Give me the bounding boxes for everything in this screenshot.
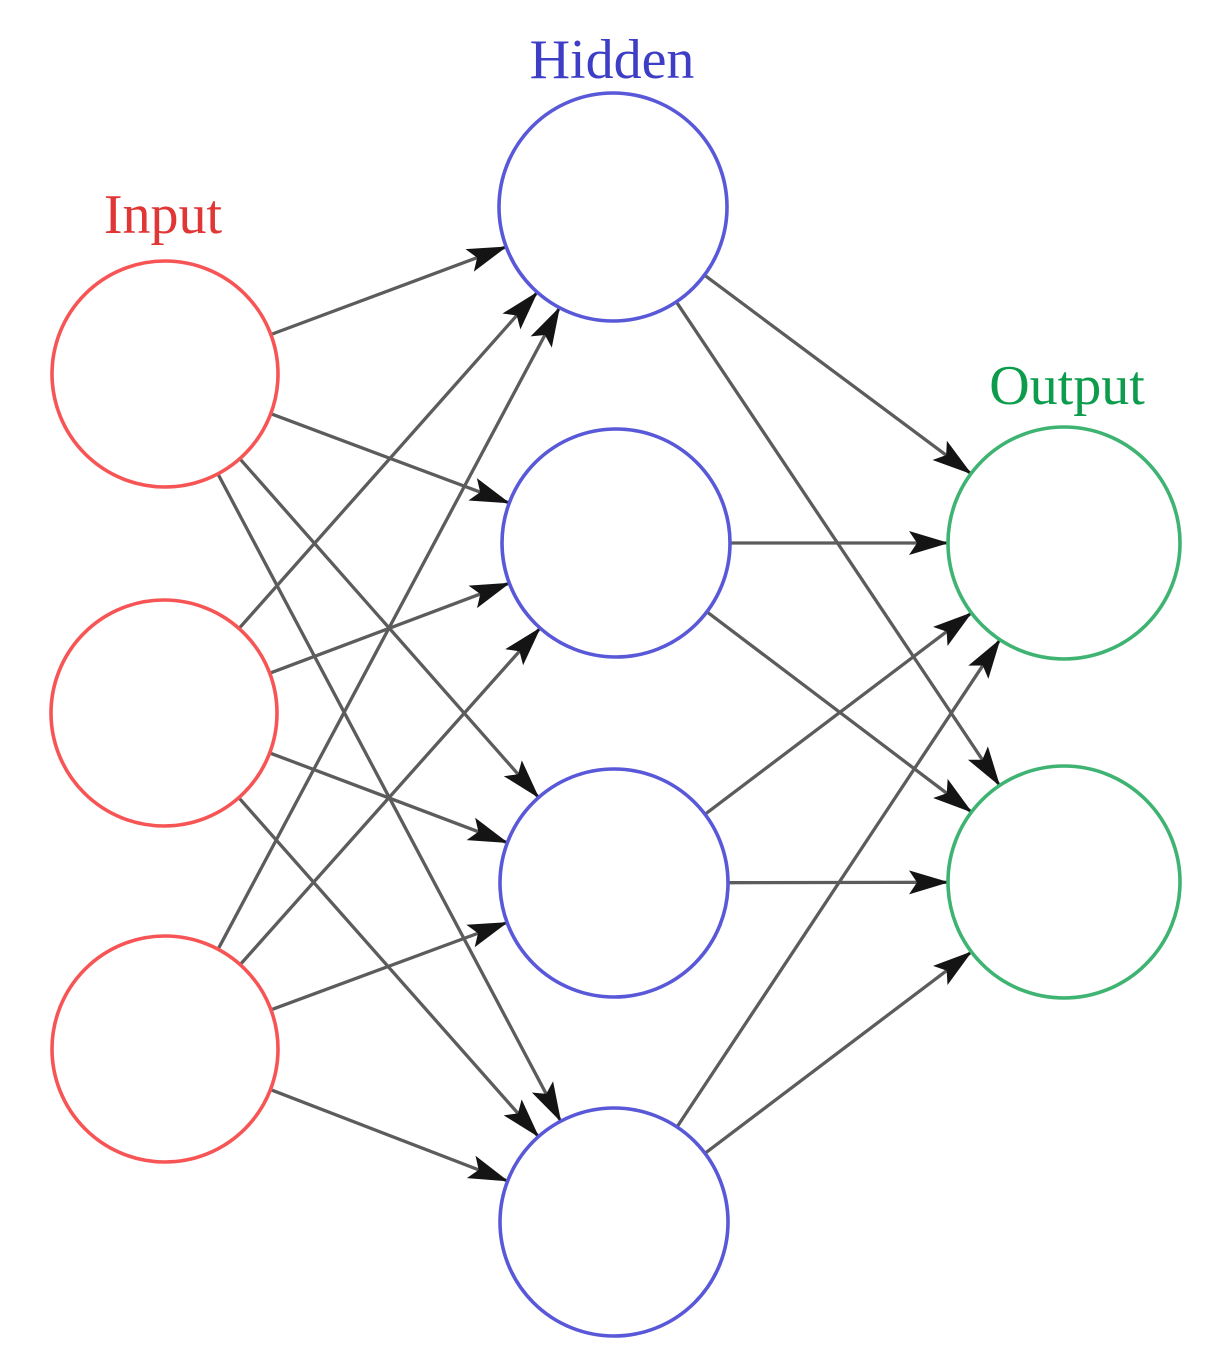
input-node-1 (50, 259, 280, 489)
edge-h4-o1 (675, 638, 1002, 1128)
edge-h1-o1 (703, 273, 972, 476)
edge-i3-h2 (238, 627, 542, 966)
output-node-2 (946, 764, 1182, 1000)
edge-i3-h1 (216, 306, 561, 950)
input-node-3 (50, 934, 280, 1164)
hidden-node-2 (500, 427, 732, 659)
input-layer-label: Input (104, 184, 223, 246)
edge-h3-o1 (704, 611, 973, 816)
output-node-1 (946, 425, 1182, 661)
edge-h4-o2 (704, 950, 973, 1155)
edge-i1-h1 (270, 245, 508, 337)
input-node-2 (49, 598, 279, 828)
edge-i3-h4 (269, 1088, 509, 1183)
output-layer-label: Output (989, 355, 1145, 417)
edge-i2-h1 (237, 291, 539, 630)
edge-i3-h3 (270, 920, 509, 1012)
hidden-node-4 (498, 1106, 730, 1338)
hidden-node-3 (498, 767, 730, 999)
hidden-layer-label: Hidden (530, 29, 695, 91)
hidden-node-1 (497, 91, 729, 323)
